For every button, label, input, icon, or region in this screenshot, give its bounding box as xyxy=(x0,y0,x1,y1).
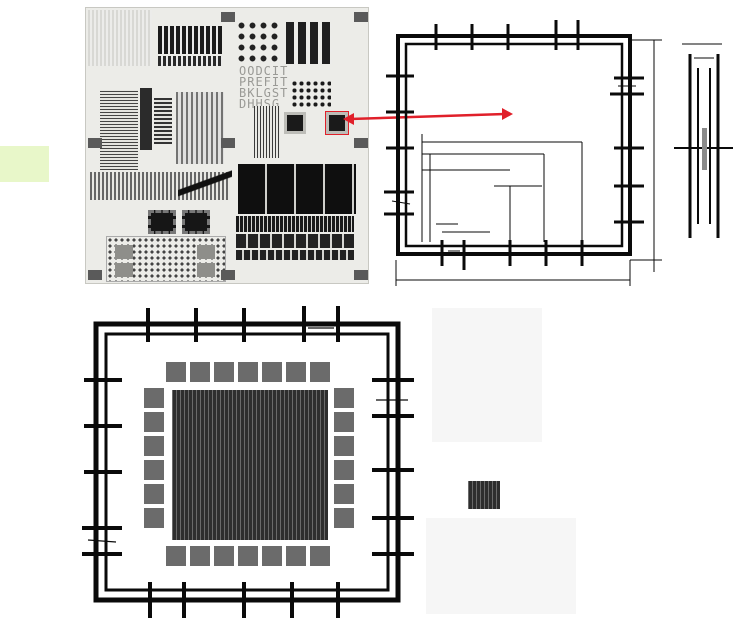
diagonal-feature xyxy=(178,168,232,202)
callout-arrow xyxy=(343,108,513,125)
striped-bank-3 xyxy=(236,250,354,260)
dot-cluster xyxy=(291,80,331,108)
pad-bottom-3 xyxy=(214,546,234,566)
pad-right-2 xyxy=(334,412,354,432)
pad-top-7 xyxy=(310,362,330,382)
column-array xyxy=(100,90,138,170)
arrow-shaft xyxy=(349,112,506,121)
zoom-inner-ring xyxy=(104,332,390,592)
corner-pad-2 xyxy=(354,12,368,22)
pixel-array xyxy=(172,390,328,540)
corner-pad-1 xyxy=(221,12,235,22)
pad-bottom-4 xyxy=(238,546,258,566)
pad-bottom-5 xyxy=(262,546,282,566)
corner-pad-6 xyxy=(221,270,235,280)
pad-right-4 xyxy=(334,460,354,480)
corner-pad-7 xyxy=(88,138,102,148)
pad-right-5 xyxy=(334,484,354,504)
die-outline-schematic xyxy=(384,20,733,286)
cross-section-view xyxy=(674,43,733,238)
pad-bottom-7 xyxy=(310,546,330,566)
column-array-4 xyxy=(176,92,224,164)
cross-section-core xyxy=(702,128,707,170)
esd-mark-left xyxy=(391,200,411,205)
photo-text-line-1: OODCIT xyxy=(239,64,289,78)
small-chip-tile xyxy=(468,481,500,509)
circuit-cell-1 xyxy=(148,210,176,234)
pad-right-1 xyxy=(334,388,354,408)
pad-top-3 xyxy=(214,362,234,382)
faint-panel-top xyxy=(432,308,542,442)
pad-left-4 xyxy=(144,460,164,480)
striped-bank-2 xyxy=(236,234,354,248)
pad-top-2 xyxy=(190,362,210,382)
grid-block xyxy=(158,26,222,54)
circuit-cell-2 xyxy=(182,210,210,234)
dotted-region xyxy=(88,10,152,66)
pad-bottom-2 xyxy=(190,546,210,566)
die-micrograph: OODCIT PREFIT BKLGST DHHSG xyxy=(85,7,369,284)
arrow-head-right xyxy=(502,108,513,120)
column-array-3 xyxy=(154,98,172,144)
pad-left-5 xyxy=(144,484,164,504)
highlight-tile xyxy=(0,146,49,182)
pad-left-1 xyxy=(144,388,164,408)
faint-panel-bottom xyxy=(426,518,576,614)
corner-pad-8 xyxy=(221,138,235,148)
pad-bottom-6 xyxy=(286,546,306,566)
arrow-head-left xyxy=(343,113,354,125)
outer-seal-ring xyxy=(396,34,632,256)
photo-text-line-2: PREFIT xyxy=(239,75,289,89)
grid-block-lower xyxy=(158,56,222,66)
chip-mark-left xyxy=(284,112,306,134)
bond-pad-ring xyxy=(144,362,354,566)
column-array-2 xyxy=(140,88,152,150)
zoom-esd-left xyxy=(87,539,117,543)
zoom-outer-ring xyxy=(93,321,401,603)
pad-left-2 xyxy=(144,412,164,432)
pad-left-3 xyxy=(144,436,164,456)
zoomed-die-layout xyxy=(82,306,576,618)
pad-right-3 xyxy=(334,436,354,456)
pad-top-5 xyxy=(262,362,282,382)
pad-right-6 xyxy=(334,508,354,528)
circuit-panel xyxy=(106,236,226,282)
striped-bank-1 xyxy=(236,216,354,232)
corner-pad-3 xyxy=(354,138,368,148)
vertical-stripes xyxy=(254,106,280,158)
corner-pad-5 xyxy=(88,270,102,280)
photo-text-line-3: BKLGST xyxy=(239,86,289,100)
chip-mark-right xyxy=(325,111,349,135)
square-matrix xyxy=(286,22,332,64)
corner-pad-4 xyxy=(354,270,368,280)
pad-top-1 xyxy=(166,362,186,382)
pad-bottom-1 xyxy=(166,546,186,566)
pad-top-6 xyxy=(286,362,306,382)
dark-block-array xyxy=(238,164,356,214)
symbol-matrix xyxy=(236,20,282,64)
inner-seal-ring xyxy=(404,42,624,248)
pad-top-4 xyxy=(238,362,258,382)
pad-left-6 xyxy=(144,508,164,528)
